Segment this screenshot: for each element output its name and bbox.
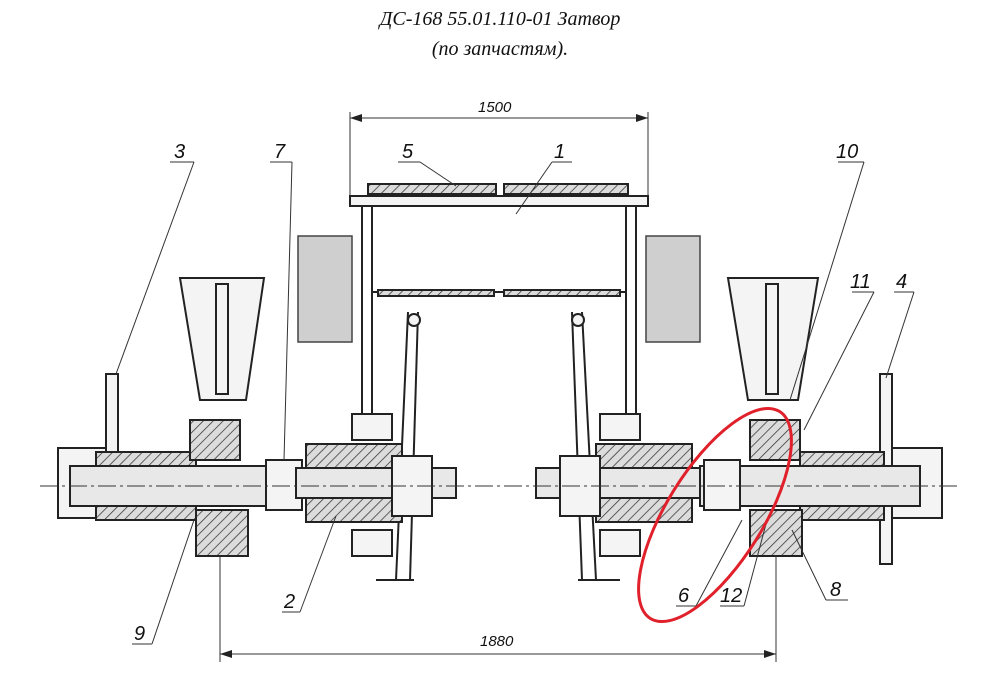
highlight-ellipse	[637, 406, 793, 624]
callout-10: 10	[836, 141, 858, 163]
dimension-1880-label: 1880	[480, 633, 514, 650]
dimension-1500-label: 1500	[478, 99, 512, 116]
callout-1: 1	[554, 141, 565, 163]
left-drive-assembly	[57, 277, 457, 557]
dimension-1880: 1880	[219, 556, 777, 662]
callout-2: 2	[283, 591, 295, 613]
gate-body	[297, 183, 701, 581]
dimension-1500: 1500	[349, 99, 649, 200]
callout-11: 11	[850, 271, 871, 293]
callout-12: 12	[720, 585, 742, 607]
callout-4: 4	[896, 271, 907, 293]
callout-7: 7	[274, 141, 286, 163]
drawing-subtitle: (по запчастям).	[431, 38, 569, 60]
drawing-title: ДС-168 55.01.110-01 Затвор	[379, 8, 621, 30]
callout-5: 5	[402, 141, 414, 163]
callout-8: 8	[830, 579, 841, 601]
callouts: 1 2 3 4 5 6 7 8 9 10	[115, 141, 915, 645]
callout-6: 6	[678, 585, 690, 607]
callout-9: 9	[134, 623, 145, 645]
right-drive-assembly	[535, 277, 943, 565]
callout-3: 3	[174, 141, 185, 163]
